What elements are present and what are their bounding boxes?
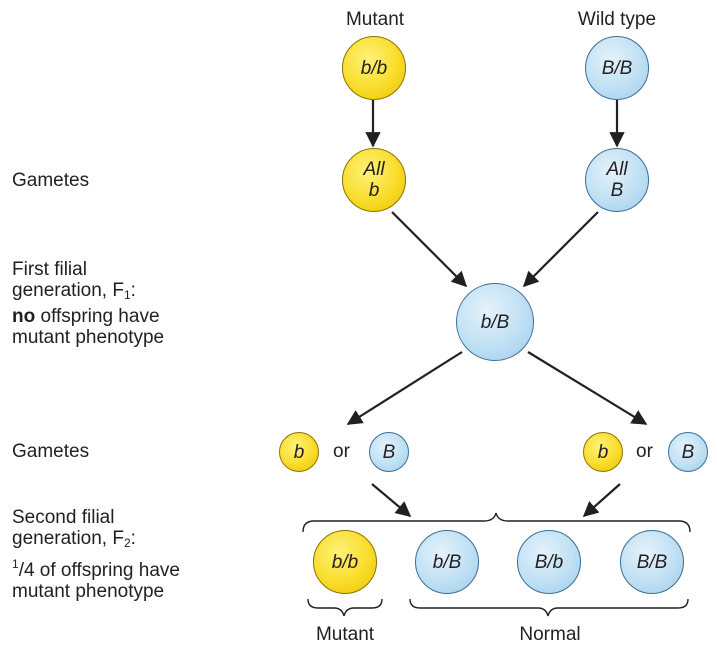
arrow-right-gametes-to-f2: [582, 483, 621, 518]
left-gamete-B: B: [382, 441, 396, 463]
f2-label-sub: 2: [123, 536, 131, 550]
wildtype-gametes-line2: B: [610, 180, 624, 201]
f2-label-line4: mutant phenotype: [12, 581, 165, 602]
f2-offspring-2-genotype: b/B: [432, 551, 462, 573]
right-gamete-b: b: [597, 441, 609, 463]
f2-label-sup: 1: [12, 557, 19, 571]
right-gamete-B-circle: B: [668, 432, 708, 472]
f2-normal-label: Normal: [519, 624, 581, 645]
mutant-gametes-line1: All: [363, 159, 385, 180]
f1-label-line4: mutant phenotype: [12, 327, 165, 348]
f1-circle: b/B: [456, 283, 534, 361]
wildtype-gametes-line1: All: [606, 159, 628, 180]
right-or-text: or: [636, 441, 653, 462]
left-gamete-b: b: [293, 441, 305, 463]
normal-brace: [409, 598, 689, 617]
f2-label-line3: 1/4 of offspring have: [12, 554, 180, 581]
f2-mutant-label: Mutant: [315, 624, 375, 645]
f1-description: First filial generation, F1: no offsprin…: [12, 259, 164, 348]
right-gamete-B: B: [681, 441, 695, 463]
f1-label-line2: generation, F1:: [12, 280, 164, 306]
f2-offspring-4-genotype: B/B: [636, 551, 668, 573]
f2-label-colon: :: [130, 528, 136, 549]
mutant-parent-circle: b/b: [342, 36, 406, 100]
f1-label-line3: no offspring have: [12, 306, 164, 327]
wildtype-parent-circle: B/B: [585, 36, 649, 100]
arrow-mutant-gametes-to-f1: [391, 211, 468, 288]
f2-offspring-3-circle: B/b: [517, 530, 581, 594]
arrow-f1-to-right-gametes: [527, 351, 648, 425]
f2-offspring-4-circle: B/B: [620, 530, 684, 594]
f1-label-sub: 1: [123, 288, 131, 302]
wildtype-parent-label: Wild type: [577, 9, 657, 30]
f1-label-bold: no: [12, 306, 36, 327]
wildtype-parent-genotype: B/B: [601, 57, 633, 79]
mutant-gametes-line2: b: [368, 180, 380, 201]
gametes-label-parental: Gametes: [12, 170, 90, 191]
right-gamete-b-circle: b: [583, 432, 623, 472]
f2-description: Second filial generation, F2: 1/4 of off…: [12, 507, 180, 602]
f2-label-gen: generation, F: [12, 528, 124, 549]
gametes-label-f1: Gametes: [12, 441, 90, 462]
f1-genotype: b/B: [480, 311, 510, 333]
f1-label-gen: generation, F: [12, 280, 124, 301]
f2-label-line3-rest: /4 of offspring have: [18, 560, 180, 581]
mutant-parent-genotype: b/b: [360, 57, 388, 79]
left-gamete-B-circle: B: [369, 432, 409, 472]
f2-top-brace: [302, 512, 691, 533]
arrow-left-gametes-to-f2: [371, 483, 412, 517]
f2-offspring-1-circle: b/b: [313, 530, 377, 594]
f2-label-line2: generation, F2:: [12, 528, 180, 554]
left-or-text: or: [333, 441, 350, 462]
mutant-parent-label: Mutant: [345, 9, 405, 30]
f2-label-line1: Second filial: [12, 507, 115, 528]
left-gamete-b-circle: b: [279, 432, 319, 472]
f1-label-line1: First filial: [12, 259, 87, 280]
f2-offspring-3-genotype: B/b: [534, 551, 564, 573]
f2-offspring-1-genotype: b/b: [331, 551, 359, 573]
mutant-gametes-circle: All b: [342, 148, 406, 212]
arrow-f1-to-left-gametes: [346, 351, 463, 425]
arrow-wildtype-gametes-to-f1: [522, 211, 599, 288]
f1-label-line3-rest: offspring have: [35, 306, 160, 327]
f1-label-colon: :: [130, 280, 136, 301]
mutant-brace: [307, 598, 383, 617]
f2-offspring-2-circle: b/B: [415, 530, 479, 594]
wildtype-gametes-circle: All B: [585, 148, 649, 212]
